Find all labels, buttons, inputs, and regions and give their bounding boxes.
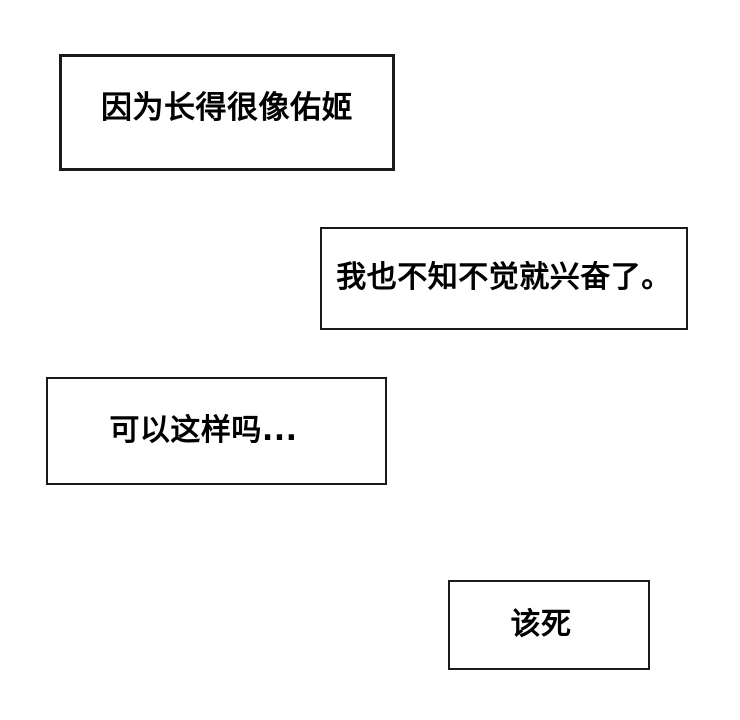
caption-box-4: 该死 [448, 580, 650, 670]
caption-text-4: 该死 [510, 606, 572, 642]
caption-text-3: 可以这样吗... [109, 412, 298, 448]
caption-text-1: 因为长得很像佑姬 [101, 89, 353, 126]
caption-text-2: 我也不知不觉就兴奋了。 [336, 260, 672, 296]
caption-box-3: 可以这样吗... [46, 377, 387, 485]
caption-box-1: 因为长得很像佑姬 [59, 54, 395, 171]
caption-box-2: 我也不知不觉就兴奋了。 [320, 227, 688, 330]
